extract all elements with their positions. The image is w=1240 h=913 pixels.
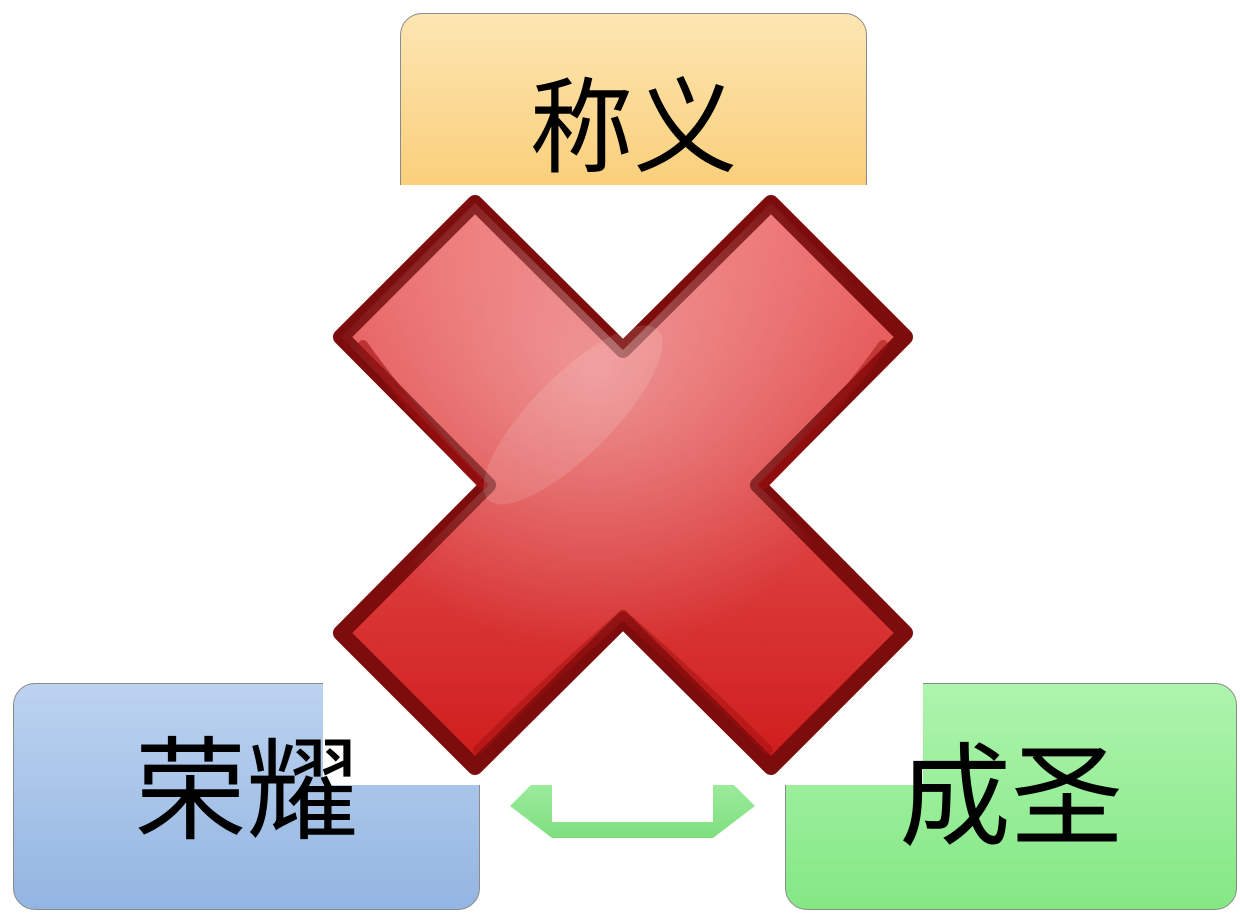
- node-label-top: 称义: [529, 67, 738, 189]
- node-glorification: 荣耀: [13, 683, 480, 910]
- node-label-left: 荣耀: [134, 727, 359, 857]
- red-x-icon: [333, 195, 913, 775]
- node-label-right: 成圣: [899, 733, 1123, 863]
- red-x-overlay: [323, 185, 923, 785]
